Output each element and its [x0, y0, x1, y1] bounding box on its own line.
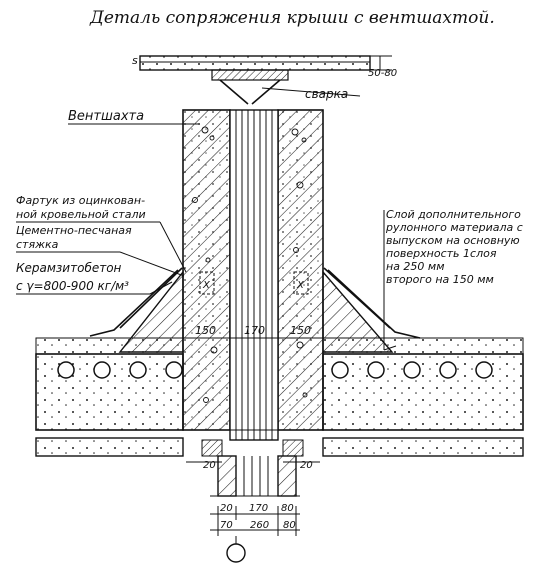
layer-label-2: рулонного материала с — [385, 221, 523, 234]
apron-label-2: ной кровельной стали — [16, 208, 146, 221]
dim-80a: 80 — [281, 503, 294, 514]
layer-label-6: второго на 150 мм — [386, 273, 494, 286]
keramzit-label-1: Керамзитобетон — [16, 261, 122, 275]
top-cap-panel: s 50-80 — [132, 54, 397, 79]
layer-label-3: выпуском на основную — [386, 234, 520, 247]
dim-20-right: 20 — [300, 460, 313, 471]
layer-label-1: Слой дополнительного — [386, 208, 521, 221]
dim-20a: 20 — [220, 503, 233, 514]
dim-left-wall: 150 — [195, 324, 216, 337]
dim-right-wall: 150 — [290, 324, 311, 337]
bottom-dimensions: 20 170 80 70 260 80 — [210, 503, 300, 563]
layer-label-4: поверхность 1слоя — [386, 247, 497, 260]
apron-label-1: Фартук из оцинкован- — [16, 194, 145, 207]
right-callout: Слой дополнительного рулонного материала… — [383, 208, 523, 351]
right-fillet: X — [293, 267, 421, 353]
keramzit-label-2: с γ=800-900 кг/м³ — [16, 279, 129, 293]
layer-label-5: на 250 мм — [386, 260, 445, 273]
bottom-lintels: 20 20 — [186, 439, 320, 471]
dim-80b: 80 — [283, 520, 296, 531]
drawing-title: Деталь сопряжения крыши с вентшахтой. — [89, 8, 495, 28]
left-callouts: Фартук из оцинкован- ной кровельной стал… — [16, 194, 187, 295]
axis-marker — [226, 543, 246, 563]
shaft-label: Вентшахта — [68, 109, 144, 124]
weld-label: сварка — [305, 87, 348, 101]
screed-label-2: стяжка — [16, 238, 59, 251]
shaft-dimensions: 150 170 150 — [183, 324, 323, 339]
dim-20-left: 20 — [203, 460, 216, 471]
dim-170: 170 — [249, 503, 268, 514]
concrete-aggregate — [192, 126, 308, 403]
weld-bracket: сварка — [211, 69, 361, 105]
screed-label-1: Цементно-песчаная — [16, 224, 132, 237]
dim-70: 70 — [220, 520, 233, 531]
lower-shaft — [210, 455, 300, 497]
s-mark: s — [132, 54, 138, 67]
dim-260: 260 — [250, 520, 269, 531]
gap-dim: 50-80 — [368, 68, 397, 79]
x-right-mark: X — [296, 280, 305, 291]
vent-shaft — [182, 109, 324, 441]
x-left-mark: X — [202, 280, 211, 291]
dim-center: 170 — [244, 324, 265, 337]
roof-slab — [35, 337, 524, 457]
